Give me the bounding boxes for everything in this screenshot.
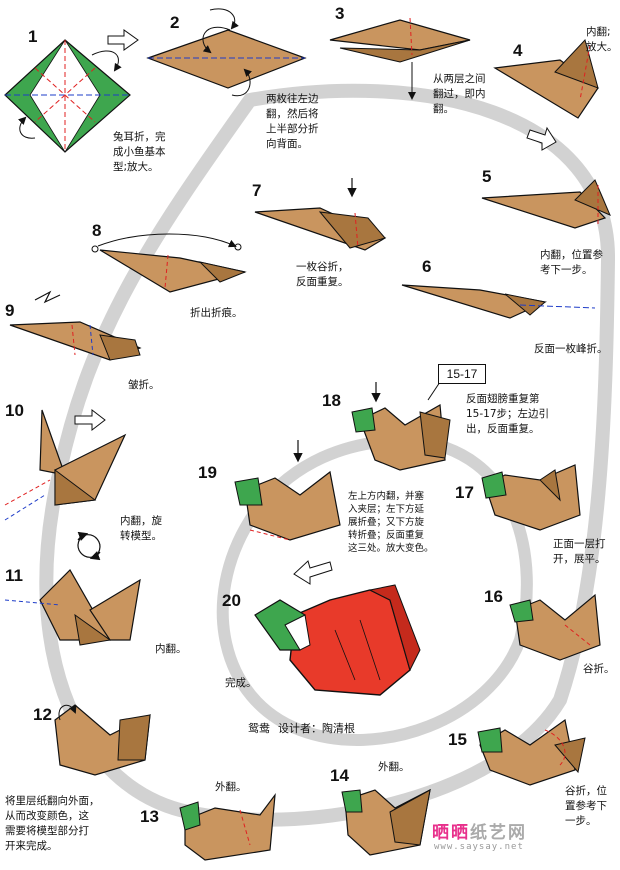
- step-number-11: 11: [5, 567, 23, 584]
- step-number-5: 5: [482, 168, 491, 185]
- step-range-label: 15-17: [438, 364, 486, 384]
- step-16-figure: [510, 595, 600, 660]
- step-number-16: 16: [484, 588, 503, 605]
- step-7-caption: 一枚谷折，反面重复。: [296, 260, 349, 290]
- step-number-8: 8: [92, 222, 101, 239]
- step-13-caption: 外翻。: [215, 780, 247, 795]
- step-12-caption: 将里层纸翻向外面，从而改变颜色，这需要将模型部分打开来完成。: [5, 794, 100, 854]
- step-4-figure: [495, 40, 598, 118]
- step-number-15: 15: [448, 731, 467, 748]
- step-19-caption: 左上方内翻，并塞入夹层；左下方延展折叠；又下方旋转折叠；反面重复这三处。放大变色…: [348, 490, 434, 555]
- step-14-figure: [342, 790, 430, 855]
- designer-name: 陶清根: [322, 722, 355, 735]
- step-9-caption: 皱折。: [128, 378, 160, 393]
- step-5-figure: [482, 180, 610, 228]
- step-number-17: 17: [455, 484, 474, 501]
- step-number-6: 6: [422, 258, 431, 275]
- step-8-caption: 折出折痕。: [190, 306, 243, 321]
- step-6-figure: [402, 285, 595, 318]
- step-number-12: 12: [33, 706, 52, 723]
- site-logo: 晒晒纸艺网 www.saysay.net: [432, 818, 614, 864]
- step-number-19: 19: [198, 464, 217, 481]
- step-1-caption: 兔耳折，完成小鱼基本型;放大。: [113, 130, 166, 175]
- logo-url: www.saysay.net: [434, 842, 524, 852]
- step-number-10: 10: [5, 402, 24, 419]
- step-6-caption: 反面一枚峰折。: [534, 342, 608, 357]
- step-number-13: 13: [140, 808, 159, 825]
- step-18-figure: [352, 382, 450, 470]
- step-number-7: 7: [252, 182, 261, 199]
- step-number-3: 3: [335, 5, 344, 22]
- designer-label: 设计者：: [278, 722, 322, 735]
- step-number-14: 14: [330, 767, 349, 784]
- step-14-caption: 外翻。: [378, 760, 410, 775]
- step-8-figure: [92, 234, 245, 292]
- step-2-caption: 两枚往左边翻，然后将上半部分折向背面。: [266, 92, 319, 152]
- step-16-caption: 谷折。: [583, 662, 615, 677]
- rotate-model-icon: [78, 534, 100, 558]
- step-10-caption: 内翻，旋转模型。: [120, 514, 162, 544]
- logo-part-1: 晒晒: [432, 823, 470, 843]
- step-20-caption: 完成。: [225, 676, 257, 691]
- step-5-caption: 内翻，位置参考下一步。: [540, 248, 603, 278]
- step-number-2: 2: [170, 14, 179, 31]
- step-17-figure: [482, 465, 580, 530]
- step-11-caption: 内翻。: [155, 642, 187, 657]
- arrow-19-to-20: [294, 561, 332, 584]
- logo-part-2: 纸艺网: [470, 823, 527, 843]
- step-12-figure: [55, 705, 150, 775]
- step-17-caption: 正面一层打开，展平。: [553, 537, 606, 567]
- step-7-figure: [255, 178, 385, 250]
- step-number-1: 1: [28, 28, 37, 45]
- step-20-figure: [255, 585, 420, 695]
- step-13-figure: [180, 795, 275, 860]
- model-name: 鸳鸯: [248, 722, 270, 735]
- step-number-20: 20: [222, 592, 241, 609]
- step-3-caption: 从两层之间翻过，即内翻。: [433, 72, 486, 117]
- step-4-caption: 内翻;放大。: [586, 25, 618, 55]
- step-1-figure: [5, 40, 130, 152]
- step-number-18: 18: [322, 392, 341, 409]
- step-11-figure: [5, 570, 140, 645]
- step-number-4: 4: [513, 42, 522, 59]
- model-credit: 鸳鸯设计者：陶清根: [248, 720, 363, 736]
- step-number-9: 9: [5, 302, 14, 319]
- arrow-1-to-2: [108, 30, 138, 50]
